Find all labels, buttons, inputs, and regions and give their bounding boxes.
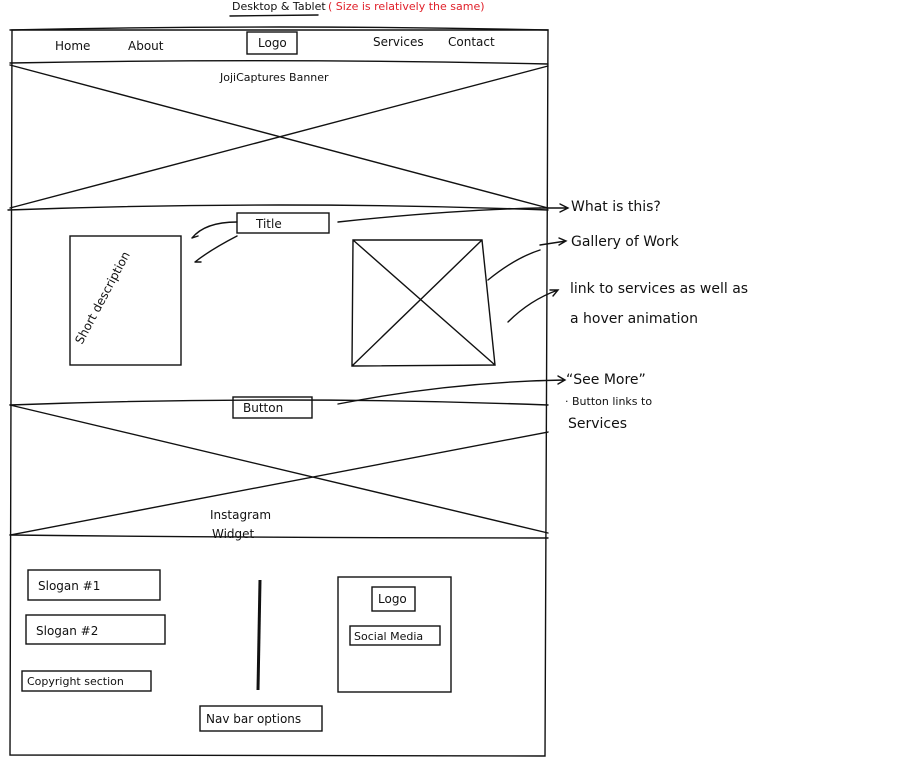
arrow-link-icon: [507, 289, 560, 323]
description-box: [69, 235, 182, 366]
gallery-image-placeholder[interactable]: [351, 239, 496, 367]
banner-placeholder-x: [9, 64, 549, 209]
nav-options-box: [199, 705, 323, 732]
nav-bottom-line: [9, 60, 549, 65]
nav-contact[interactable]: Contact: [448, 35, 495, 49]
copyright: Copyright section: [27, 675, 124, 688]
slogan-2: Slogan #2: [36, 624, 98, 638]
copyright-box: [21, 670, 152, 692]
nav-logo[interactable]: Logo: [258, 36, 287, 50]
instagram-bottom-line: [9, 534, 549, 539]
banner-label: JojiCaptures Banner: [219, 71, 329, 84]
annotation-button-2: Services: [568, 416, 627, 432]
slogan-2-box: [25, 614, 166, 645]
footer-logo-box: [371, 586, 416, 612]
instagram-placeholder-x: [9, 404, 549, 536]
swap-arrows: [191, 221, 238, 263]
title-underline: [229, 14, 319, 17]
nav-services[interactable]: Services: [373, 35, 424, 49]
instagram-top-line: [9, 399, 549, 406]
annotation-button-1: · Button links to: [565, 395, 652, 408]
slogan-1: Slogan #1: [38, 579, 100, 593]
sketch-title: Desktop & Tablet: [232, 0, 326, 13]
nav-logo-box[interactable]: [246, 31, 298, 55]
see-more-button[interactable]: [232, 396, 313, 419]
arrow-gallery-line: [487, 249, 541, 281]
social-media[interactable]: Social Media: [354, 630, 423, 643]
arrow-what-icon: [539, 203, 570, 213]
arrow-title-line: [337, 207, 541, 223]
nav-about[interactable]: About: [128, 39, 164, 53]
nav-home[interactable]: Home: [55, 39, 90, 53]
size-note: ( Size is relatively the same): [328, 0, 485, 13]
arrow-gallery-icon: [539, 237, 568, 246]
annotation-what: What is this?: [571, 199, 661, 215]
instagram-label-1: Instagram: [210, 508, 271, 522]
banner-bottom-line: [7, 204, 549, 211]
annotation-see-more: “See More”: [566, 372, 646, 388]
page-frame: [9, 29, 549, 757]
arrow-button-icon: [337, 375, 567, 405]
annotation-link-2: a hover animation: [570, 311, 698, 327]
social-media-box[interactable]: [349, 625, 441, 646]
slogan-1-box: [27, 569, 161, 601]
section-title: Title: [255, 217, 282, 231]
title-box: [236, 212, 330, 234]
annotation-gallery: Gallery of Work: [571, 234, 680, 250]
instagram-label-2: Widget: [212, 527, 255, 541]
nav-top-line: [9, 26, 549, 31]
short-description: Short description: [72, 249, 133, 346]
nav-options: Nav bar options: [206, 712, 301, 726]
footer-divider: [256, 579, 262, 691]
footer-logo: Logo: [378, 592, 407, 606]
footer-brand-box: [337, 576, 452, 693]
annotation-link-1: link to services as well as: [570, 281, 748, 297]
see-more-button-label[interactable]: Button: [243, 401, 283, 415]
